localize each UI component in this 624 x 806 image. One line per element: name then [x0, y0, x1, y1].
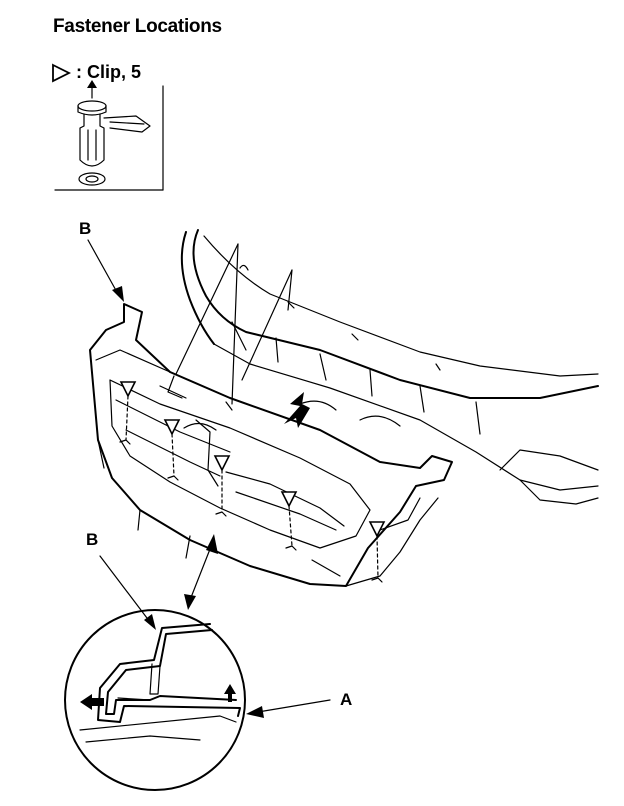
- callout-a-detail: A: [340, 690, 353, 709]
- callout-a-leader: [246, 699, 331, 718]
- front-grille: [89, 303, 453, 587]
- removal-arrow-icon: [284, 392, 310, 428]
- clip-inset: [54, 85, 164, 191]
- callout-b-detail-leader: [99, 555, 156, 630]
- callout-b-detail: B: [86, 530, 99, 549]
- detail-connector: [184, 534, 218, 610]
- clip-triangle-icon: [52, 63, 72, 82]
- clip-markers: [119, 381, 386, 583]
- clip-illustration: [77, 80, 151, 186]
- page-title: Fastener Locations: [53, 16, 222, 37]
- upper-clip-leaders: [175, 243, 293, 405]
- detail-view: [64, 609, 246, 791]
- callout-b-top: B: [79, 219, 92, 238]
- clip-marker-2: [163, 419, 181, 436]
- clip-marker-1: [119, 381, 137, 398]
- clip-legend: : Clip, 5: [50, 62, 141, 83]
- clip-marker-4: [280, 491, 298, 508]
- clip-legend-label: : Clip, 5: [76, 62, 142, 82]
- callout-b-top-leader: [87, 239, 124, 302]
- clip-marker-5: [368, 521, 386, 538]
- clip-marker-3: [213, 455, 231, 472]
